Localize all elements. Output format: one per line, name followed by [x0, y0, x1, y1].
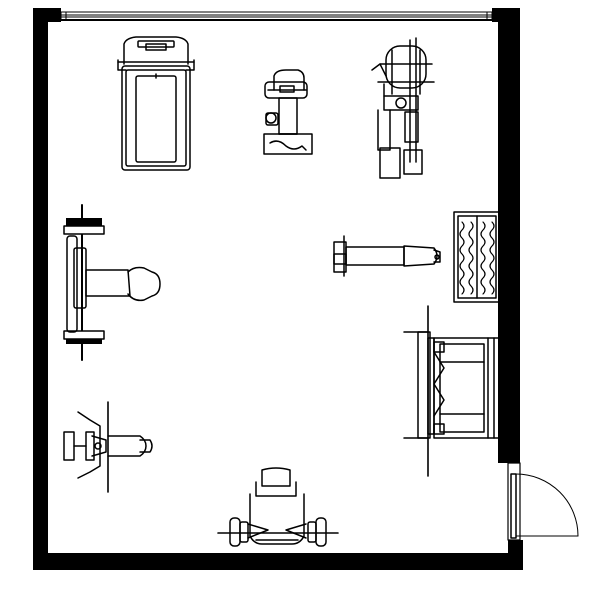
elliptical	[371, 37, 435, 179]
flat-bench-press	[63, 204, 161, 361]
wall-left	[33, 8, 48, 570]
power-rack	[403, 305, 501, 477]
wall-corner-top-right	[492, 8, 520, 22]
door-right	[507, 462, 579, 541]
wall-corner-top-left	[33, 8, 61, 22]
door-swing-arc	[515, 473, 579, 537]
treadmill	[117, 36, 195, 171]
upright-bike	[263, 69, 313, 155]
flat-bench	[333, 235, 441, 277]
wall-right-upper	[498, 8, 520, 463]
dumbbell-rack	[453, 211, 501, 303]
door-leaf	[510, 473, 517, 539]
preacher-bench	[63, 401, 153, 493]
seated-press-machine	[217, 467, 339, 547]
wall-bottom	[33, 553, 523, 570]
walls	[33, 8, 523, 570]
window-top	[60, 11, 493, 21]
bike-pedal-left	[265, 112, 277, 124]
wall-right-lower	[508, 540, 523, 570]
